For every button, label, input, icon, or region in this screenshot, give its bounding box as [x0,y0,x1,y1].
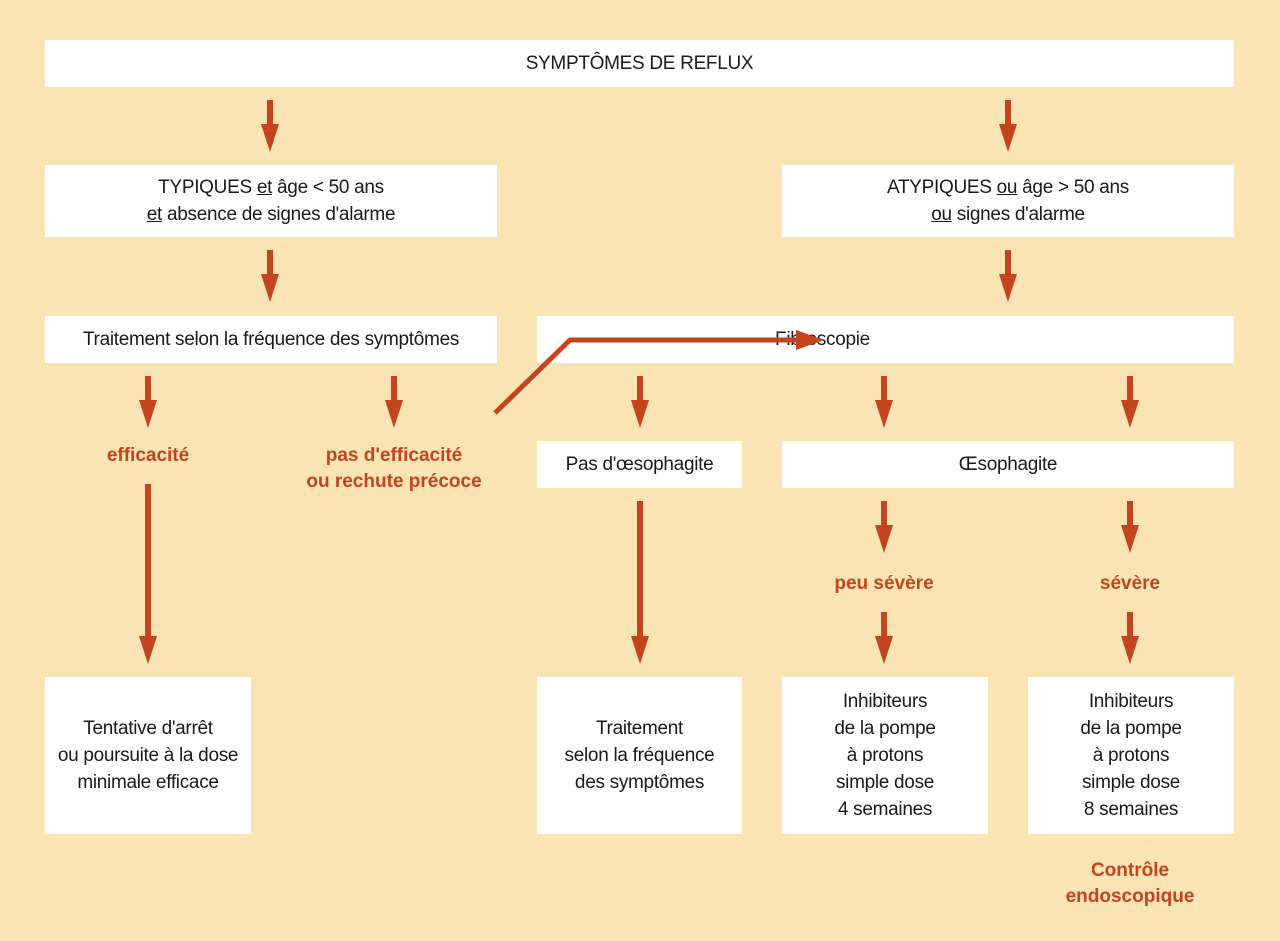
node-text-line-2: de la pompe [1080,718,1182,739]
text: ATYPIQUES [887,177,997,198]
node-text-line-1: ATYPIQUES ou âge > 50 ans [887,174,1129,201]
node-text: Pas d'œsophagite [565,454,714,475]
text: TYPIQUES [158,177,257,198]
label-text: efficacité [106,445,190,466]
node-text-line-2: ou signes d'alarme [931,201,1085,228]
arrow-root-to-atypiques [999,100,1017,152]
node-text-line-2: et absence de signes d'alarme [146,201,396,228]
arrow-efficacite-to-tentative [139,484,157,664]
node-text-line-3: à protons [846,745,924,766]
label-text: sévère [1099,573,1161,594]
label-text-line-2: ou rechute précoce [306,471,482,492]
node-text-line-3: à protons [1092,745,1170,766]
node-text-line-1: Traitement [595,718,684,739]
label-peu-severe: peu sévère [784,571,984,597]
underlined-text: ou [931,204,952,225]
arrow-oesophagite-to-severe [1121,501,1139,553]
arrow-severe-to-ipp-8 [1121,612,1139,664]
node-text-line-3: des symptômes [574,772,705,793]
label-efficacite: efficacité [48,443,248,469]
label-text-line-1: Contrôle [1090,860,1170,881]
node-text-line-2: selon la fréquence [564,745,715,766]
node-text-line-1: Tentative d'arrêt [83,718,213,739]
node-symptomes-reflux: SYMPTÔMES DE REFLUX [45,40,1234,87]
node-text-line-4: simple dose [835,772,935,793]
arrow-root-to-typiques [261,100,279,152]
label-controle-endoscopique: Contrôle endoscopique [1030,858,1230,910]
arrow-oesophagite-to-peu-severe [875,501,893,553]
node-ipp-8-semaines: Inhibiteurs de la pompe à protons simple… [1028,677,1234,834]
text: âge < 50 ans [272,177,384,198]
node-text-line-2: ou poursuite à la dose [57,745,239,766]
node-ipp-4-semaines: Inhibiteurs de la pompe à protons simple… [782,677,988,834]
arrow-traitement-to-efficacite [139,376,157,428]
node-text: Œsophagite [958,454,1058,475]
text: âge > 50 ans [1017,177,1129,198]
node-text-line-1: Inhibiteurs [842,691,928,712]
arrow-traitement-to-pas-efficacite [385,376,403,428]
node-atypiques: ATYPIQUES ou âge > 50 ans ou signes d'al… [782,165,1234,237]
node-oesophagite: Œsophagite [782,441,1234,488]
text: absence de signes d'alarme [162,204,396,225]
label-text: peu sévère [834,573,934,594]
node-pas-oesophagite: Pas d'œsophagite [537,441,742,488]
underlined-text: et [256,177,273,198]
arrow-atypiques-to-fibroscopie [999,250,1017,302]
node-text: Traitement selon la fréquence des symptô… [82,329,460,350]
underlined-text: et [146,204,163,225]
arrow-typiques-to-traitement [261,250,279,302]
text: signes d'alarme [951,204,1085,225]
node-traitement-selon: Traitement selon la fréquence des symptô… [537,677,742,834]
node-text-line-1: TYPIQUES et âge < 50 ans [158,174,384,201]
node-fibroscopie: Fibroscopie [537,316,1234,363]
node-text-line-5: 8 semaines [1083,799,1179,820]
arrow-peu-severe-to-ipp-4 [875,612,893,664]
underlined-text: ou [996,177,1018,198]
node-traitement-frequence: Traitement selon la fréquence des symptô… [45,316,497,363]
node-text: SYMPTÔMES DE REFLUX [525,53,754,74]
node-typiques: TYPIQUES et âge < 50 ans et absence de s… [45,165,497,237]
arrow-fibroscopie-to-pas-oesophagite [631,376,649,428]
arrow-fibroscopie-to-oesophagite-left [875,376,893,428]
label-text-line-2: endoscopique [1065,886,1195,907]
node-text-line-4: simple dose [1081,772,1181,793]
label-text-line-1: pas d'efficacité [325,445,463,466]
node-text-line-3: minimale efficace [77,772,219,793]
node-text-line-2: de la pompe [834,718,936,739]
node-text-line-1: Inhibiteurs [1088,691,1174,712]
label-pas-efficacite: pas d'efficacité ou rechute précoce [284,443,504,495]
arrow-fibroscopie-to-oesophagite-right [1121,376,1139,428]
node-text: Fibroscopie [775,329,870,350]
arrow-pas-oesophagite-to-traitement [631,501,649,664]
label-severe: sévère [1030,571,1230,597]
node-tentative-arret: Tentative d'arrêt ou poursuite à la dose… [45,677,251,834]
node-text-line-5: 4 semaines [837,799,933,820]
